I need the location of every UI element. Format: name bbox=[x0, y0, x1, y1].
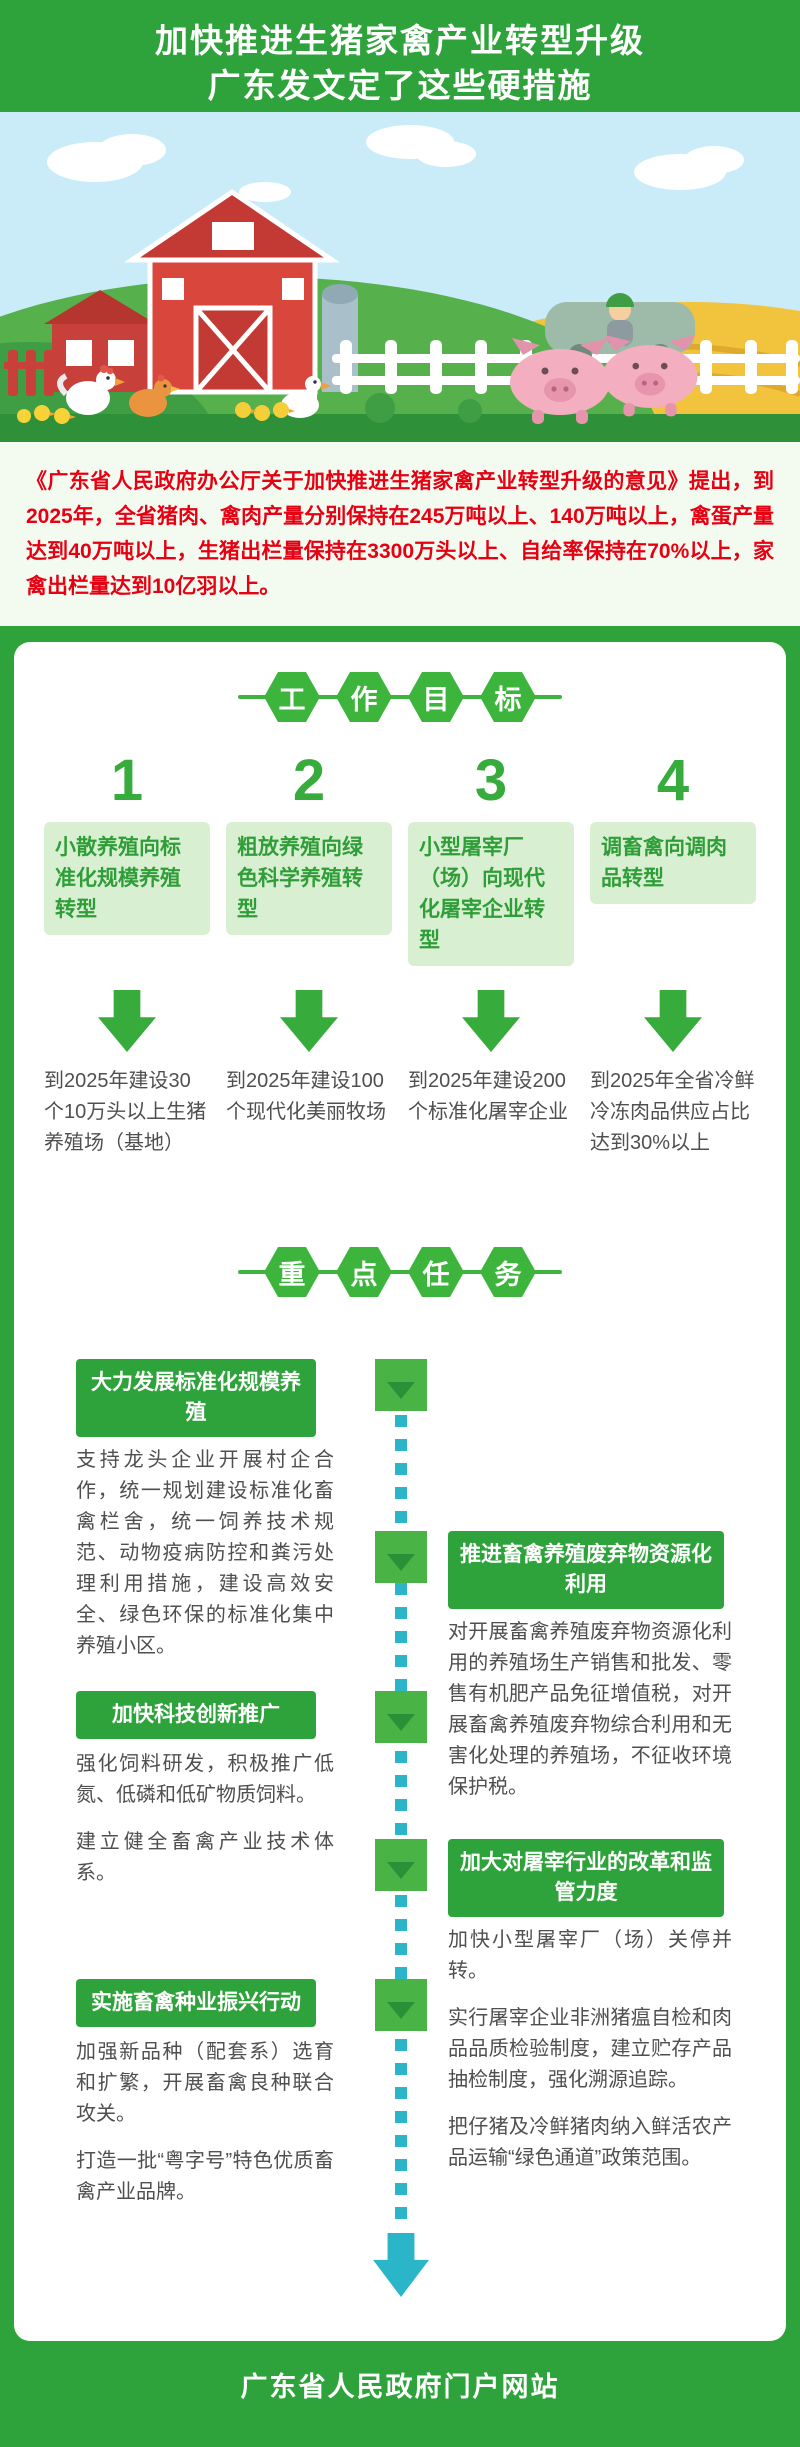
goals-grid: 1 小散养殖向标准化规模养殖转型 到2025年建设30个10万头以上生猪养殖场（… bbox=[36, 740, 764, 1221]
flow-connector-icon bbox=[375, 1691, 427, 1743]
hexagon-badge: 重 bbox=[264, 1247, 320, 1297]
task-title: 大力发展标准化规模养殖 bbox=[76, 1359, 316, 1437]
hexagon-badge: 务 bbox=[480, 1247, 536, 1297]
barn-icon bbox=[44, 188, 358, 395]
tasks-flow: 大力发展标准化规模养殖 支持龙头企业开展村企合作，统一规划建设标准化畜禽栏舍，统… bbox=[36, 1331, 764, 2311]
task-paragraph: 建立健全畜禽产业技术体系。 bbox=[76, 1831, 334, 1884]
goal-description: 到2025年全省冷鲜冷冻肉品供应占比达到30%以上 bbox=[590, 1070, 755, 1154]
flow-connector-icon bbox=[375, 1531, 427, 1583]
task-title: 推进畜禽养殖废弃物资源化利用 bbox=[448, 1531, 724, 1609]
task-paragraph: 支持龙头企业开展村企合作，统一规划建设标准化畜禽栏舍，统一饲养技术规范、动物疫病… bbox=[76, 1449, 334, 1657]
goal-item: 1 小散养殖向标准化规模养殖转型 到2025年建设30个10万头以上生猪养殖场（… bbox=[44, 746, 210, 1221]
ground-strip bbox=[0, 414, 800, 442]
task-body: 加强新品种（配套系）选育和扩繁，开展畜禽良种联合攻关。 打造一批“粤字号”特色优… bbox=[76, 2037, 334, 2224]
goal-description: 到2025年建设200个标准化屠宰企业 bbox=[408, 1070, 568, 1123]
down-arrow-icon bbox=[280, 990, 338, 1052]
poster-title-line2: 广东发文定了这些硬措施 bbox=[207, 67, 593, 104]
hexagon-badge: 任 bbox=[408, 1247, 464, 1297]
intro-text: 《广东省人民政府办公厅关于加快推进生猪家禽产业转型升级的意见》提出，到2025年… bbox=[26, 470, 774, 598]
flow-connector-icon bbox=[375, 1839, 427, 1891]
task-title: 实施畜禽种业振兴行动 bbox=[76, 1979, 316, 2027]
task-title: 加快科技创新推广 bbox=[76, 1691, 316, 1739]
farm-illustration bbox=[0, 112, 800, 442]
goal-title: 小散养殖向标准化规模养殖转型 bbox=[44, 822, 210, 935]
task-paragraph: 加强新品种（配套系）选育和扩繁，开展畜禽良种联合攻关。 bbox=[76, 2041, 334, 2125]
goal-number: 3 bbox=[474, 748, 508, 813]
goal-item: 4 调畜禽向调肉品转型 到2025年全省冷鲜冷冻肉品供应占比达到30%以上 bbox=[590, 746, 756, 1221]
ducklings-icon bbox=[235, 402, 295, 421]
content-card: 工 作 目 标 1 小散养殖向标准化规模养殖转型 到2025年建设30个10万头… bbox=[14, 642, 786, 2341]
goal-item: 3 小型屠宰厂（场）向现代化屠宰企业转型 到2025年建设200个标准化屠宰企业 bbox=[408, 746, 574, 1221]
task-body: 支持龙头企业开展村企合作，统一规划建设标准化畜禽栏舍，统一饲养技术规范、动物疫病… bbox=[76, 1445, 334, 1678]
goal-number: 2 bbox=[292, 748, 326, 813]
goals-badge: 工 作 目 标 bbox=[238, 672, 562, 722]
goal-description: 到2025年建设100个现代化美丽牧场 bbox=[226, 1070, 386, 1123]
header-banner: 加快推进生猪家禽产业转型升级 广东发文定了这些硬措施 bbox=[0, 0, 800, 112]
flow-connector-icon bbox=[375, 1979, 427, 2031]
task-body: 强化饲料研发，积极推广低氮、低磷和低矿物质饲料。 建立健全畜禽产业技术体系。 bbox=[76, 1749, 334, 1905]
hexagon-badge: 目 bbox=[408, 672, 464, 722]
flow-connector-icon bbox=[375, 1359, 427, 1411]
poster-title-line1: 加快推进生猪家禽产业转型升级 bbox=[155, 22, 645, 59]
goal-number: 1 bbox=[110, 748, 144, 813]
goal-description: 到2025年建设30个10万头以上生猪养殖场（基地） bbox=[44, 1070, 207, 1154]
task-paragraph: 实行屠宰企业非洲猪瘟自检和肉品品质检验制度，建立贮存产品抽检制度，强化溯源追踪。 bbox=[448, 2007, 732, 2091]
flow-end-arrow-icon bbox=[373, 2233, 429, 2297]
task-body: 加快小型屠宰厂（场）关停并转。 实行屠宰企业非洲猪瘟自检和肉品品质检验制度，建立… bbox=[448, 1925, 732, 2190]
task-paragraph: 把仔猪及冷鲜猪肉纳入鲜活农产品运输“绿色通道”政策范围。 bbox=[448, 2116, 732, 2169]
task-paragraph: 对开展畜禽养殖废弃物资源化利用的养殖场生产销售和批发、零售有机肥产品免征增值税，… bbox=[448, 1621, 732, 1798]
task-paragraph: 加快小型屠宰厂（场）关停并转。 bbox=[448, 1929, 732, 1982]
task-paragraph: 打造一批“粤字号”特色优质畜禽产业品牌。 bbox=[76, 2150, 334, 2203]
goal-item: 2 粗放养殖向绿色科学养殖转型 到2025年建设100个现代化美丽牧场 bbox=[226, 746, 392, 1221]
tasks-badge: 重 点 任 务 bbox=[238, 1247, 562, 1297]
bush-icon bbox=[458, 399, 482, 423]
hen-icon bbox=[57, 365, 125, 415]
bush-icon bbox=[365, 393, 395, 423]
footer: 广东省人民政府门户网站 bbox=[0, 2341, 800, 2422]
task-paragraph: 强化饲料研发，积极推广低氮、低磷和低矿物质饲料。 bbox=[76, 1753, 334, 1806]
red-fence-icon bbox=[4, 350, 60, 396]
goal-title: 粗放养殖向绿色科学养殖转型 bbox=[226, 822, 392, 935]
intro-section: 《广东省人民政府办公厅关于加快推进生猪家禽产业转型升级的意见》提出，到2025年… bbox=[0, 442, 800, 626]
footer-site-name: 广东省人民政府门户网站 bbox=[240, 2372, 560, 2402]
hexagon-badge: 标 bbox=[480, 672, 536, 722]
goal-title: 小型屠宰厂（场）向现代化屠宰企业转型 bbox=[408, 822, 574, 966]
farmer-icon bbox=[606, 293, 634, 346]
chicks-icon bbox=[17, 405, 76, 424]
pig-icon bbox=[602, 334, 698, 417]
pig-icon bbox=[510, 338, 610, 424]
down-arrow-icon bbox=[98, 990, 156, 1052]
clouds-icon bbox=[47, 125, 744, 202]
goal-number: 4 bbox=[656, 748, 690, 813]
task-body: 对开展畜禽养殖废弃物资源化利用的养殖场生产销售和批发、零售有机肥产品免征增值税，… bbox=[448, 1617, 732, 1819]
down-arrow-icon bbox=[462, 990, 520, 1052]
hexagon-badge: 作 bbox=[336, 672, 392, 722]
hen-icon bbox=[129, 374, 180, 417]
goal-title: 调畜禽向调肉品转型 bbox=[590, 822, 756, 904]
task-title: 加大对屠宰行业的改革和监管力度 bbox=[448, 1839, 724, 1917]
farm-scene-svg bbox=[0, 112, 800, 442]
hexagon-badge: 工 bbox=[264, 672, 320, 722]
down-arrow-icon bbox=[644, 990, 702, 1052]
hexagon-badge: 点 bbox=[336, 1247, 392, 1297]
